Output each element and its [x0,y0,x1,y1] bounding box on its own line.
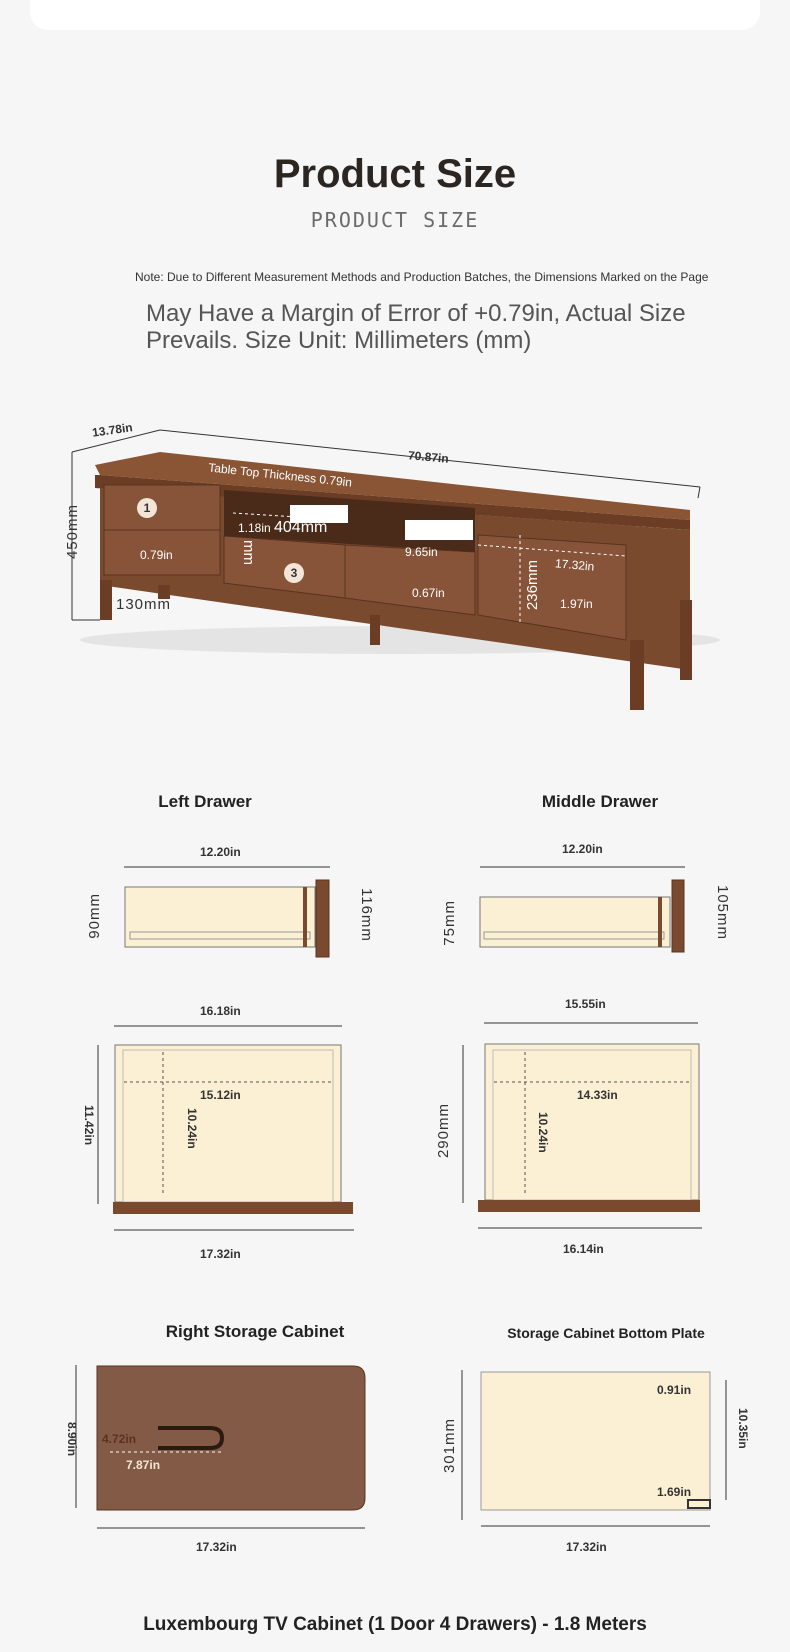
drawer-number-1: 1 [137,498,157,518]
left-drawer-top-width: 12.20in [200,845,241,859]
left-drawer-outer-depth: 11.42in [82,1105,96,1146]
dim-d3: 0.79in [140,548,173,562]
left-drawer-label: Left Drawer [158,792,252,811]
dim-d9: 0.67in [412,586,445,600]
middle-drawer-top-width: 12.20in [562,842,603,856]
left-drawer-side-height: 116mm [358,888,375,942]
left-drawer-bottom-width: 17.32in [200,1247,241,1261]
right-cabinet-width: 17.32in [196,1540,237,1554]
product-name: Luxembourg TV Cabinet (1 Door 4 Drawers)… [143,1614,647,1635]
right-cabinet-label: Right Storage Cabinet [165,1322,345,1341]
dim-d1: 1.18in [238,521,271,535]
dim-leg: 130mm [116,596,172,613]
dim-d2: 404mm [274,519,328,536]
size-note-large: May Have a Margin of Error of +0.79in, A… [146,300,686,354]
bottom-plate-side: 10.35in [736,1408,750,1449]
size-note: Note: Due to Different Measurement Metho… [135,270,709,284]
left-drawer-inner-width: 15.12in [200,1088,241,1102]
bottom-plate-height: 301mm [441,1418,458,1474]
right-cabinet-height: 8.90in [65,1422,79,1457]
left-drawer-inner-depth: 10.24in [185,1108,199,1149]
drawer-number-3: 3 [284,563,304,583]
page-title: Product Size [273,152,517,196]
bottom-plate-top-inset: 0.91in [657,1383,692,1397]
left-drawer-plan-width: 16.18in [200,1004,241,1018]
right-cabinet-handle-width: 4.72in [102,1432,137,1446]
middle-drawer-label: Middle Drawer [541,792,659,811]
dim-d5: 9.65in [405,545,438,559]
top-card [30,0,760,30]
page-subtitle: PRODUCT SIZE [310,208,480,232]
right-cabinet-handle-position: 7.87in [126,1458,161,1472]
bottom-plate-bottom-inset: 1.69in [657,1485,692,1499]
bottom-plate-label: Storage Cabinet Bottom Plate [507,1325,705,1341]
middle-drawer-plan-width: 15.55in [565,997,606,1011]
middle-drawer-bottom-width: 16.14in [563,1242,604,1256]
middle-drawer-side-height: 105mm [714,885,731,941]
dim-d8: 1.97in [560,597,593,611]
middle-drawer-inner-depth: 10.24in [536,1112,550,1153]
middle-drawer-inner-width: 14.33in [577,1088,618,1102]
dim-d4: mm [240,540,257,565]
bottom-plate-width: 17.32in [566,1540,607,1554]
